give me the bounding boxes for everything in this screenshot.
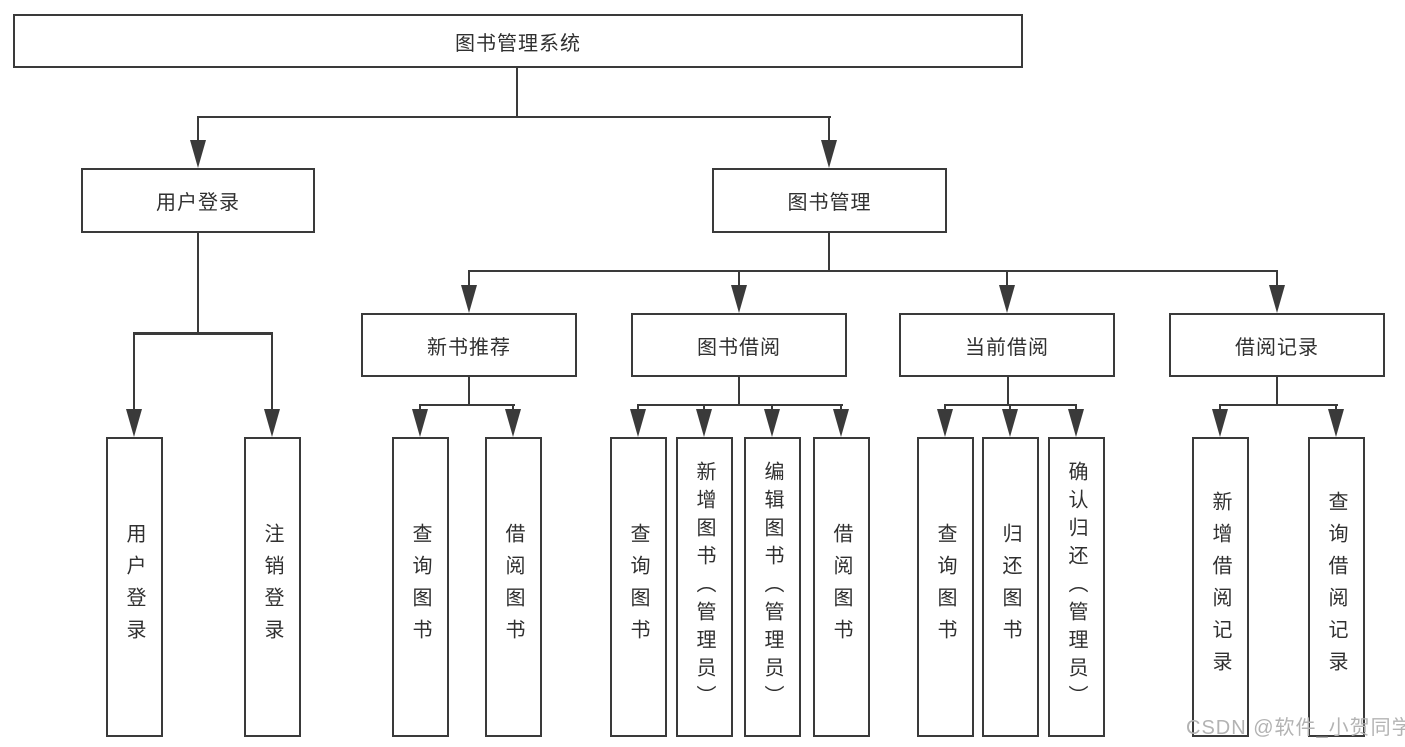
node-label: 查询图书 <box>409 523 431 651</box>
leaf-add-book-admin: 新增图书（管理员） <box>675 437 733 737</box>
leaf-return-book: 归还图书 <box>981 437 1039 737</box>
leaf-user-login: 用户登录 <box>105 437 163 737</box>
arrowhead-icon <box>1269 285 1285 313</box>
connector-line <box>467 376 471 406</box>
arrowhead-icon <box>190 140 206 168</box>
connector-line <box>467 270 471 288</box>
connector-line <box>827 232 831 272</box>
connector-line <box>943 404 947 413</box>
arrowhead-icon <box>833 409 849 437</box>
connector-line <box>1275 376 1279 406</box>
leaf-add-borrow-record: 新增借阅记录 <box>1191 437 1249 737</box>
node-user-login: 用户登录 <box>81 168 315 233</box>
connector-line <box>737 270 741 288</box>
arrowhead-icon <box>412 409 428 437</box>
connector-line <box>511 404 515 413</box>
node-label: 归还图书 <box>999 523 1021 651</box>
leaf-logout: 注销登录 <box>243 437 301 737</box>
connector-line <box>827 116 831 143</box>
connector-line <box>737 376 741 406</box>
connector-line <box>839 404 843 413</box>
arrowhead-icon <box>821 140 837 168</box>
node-label: 当前借阅 <box>965 336 1049 359</box>
connector-line <box>636 404 640 413</box>
leaf-borrow-books-1: 借阅图书 <box>484 437 542 737</box>
node-label: 新增借阅记录 <box>1209 491 1231 683</box>
connector-line <box>132 333 136 413</box>
node-new-book-recommend: 新书推荐 <box>361 313 577 377</box>
csdn-watermark: CSDN @软件_小贺同学 <box>1186 717 1405 739</box>
connector-line <box>636 403 843 406</box>
leaf-edit-book-admin: 编辑图书（管理员） <box>743 437 801 737</box>
arrowhead-icon <box>630 409 646 437</box>
leaf-query-books-3: 查询图书 <box>916 437 974 737</box>
connector-line <box>1275 270 1279 288</box>
node-label: 查询图书 <box>934 523 956 651</box>
node-label: 图书管理系统 <box>455 32 581 55</box>
leaf-confirm-return-admin: 确认归还（管理员） <box>1047 437 1105 737</box>
node-label: 借阅图书 <box>830 523 852 651</box>
arrowhead-icon <box>1328 409 1344 437</box>
arrowhead-icon <box>731 285 747 313</box>
node-label: 新增图书（管理员） <box>693 461 715 713</box>
node-book-management: 图书管理 <box>712 168 947 233</box>
arrowhead-icon <box>1068 409 1084 437</box>
connector-line <box>702 404 706 413</box>
node-label: 借阅记录 <box>1235 336 1319 359</box>
arrowhead-icon <box>461 285 477 313</box>
leaf-borrow-books-2: 借阅图书 <box>812 437 870 737</box>
arrowhead-icon <box>1212 409 1228 437</box>
arrowhead-icon <box>264 409 280 437</box>
arrowhead-icon <box>696 409 712 437</box>
connector-line <box>132 332 274 335</box>
arrowhead-icon <box>1002 409 1018 437</box>
node-library-management-system: 图书管理系统 <box>13 14 1023 68</box>
connector-line <box>418 403 515 406</box>
arrowhead-icon <box>999 285 1015 313</box>
node-current-borrowing: 当前借阅 <box>899 313 1115 377</box>
connector-line <box>1334 404 1338 413</box>
arrowhead-icon <box>937 409 953 437</box>
connector-line <box>418 404 422 413</box>
connector-line <box>1006 376 1010 406</box>
node-label: 借阅图书 <box>502 523 524 651</box>
node-book-borrowing: 图书借阅 <box>631 313 847 377</box>
node-label: 图书借阅 <box>697 336 781 359</box>
node-label: 查询借阅记录 <box>1325 491 1347 683</box>
connector-line <box>1218 404 1222 413</box>
connector-line <box>1005 270 1009 288</box>
node-label: 新书推荐 <box>427 336 511 359</box>
node-label: 用户登录 <box>156 192 240 214</box>
node-label: 图书管理 <box>787 192 872 214</box>
connector-line <box>1074 404 1078 413</box>
connector-line <box>1218 403 1338 406</box>
connector-line <box>196 116 200 143</box>
connector-line <box>1008 404 1012 413</box>
node-label: 查询图书 <box>627 523 649 651</box>
connector-line <box>196 232 200 334</box>
node-borrowing-records: 借阅记录 <box>1169 313 1385 377</box>
node-label: 注销登录 <box>261 523 283 651</box>
connector-line <box>467 269 1279 272</box>
leaf-query-books-1: 查询图书 <box>391 437 449 737</box>
connector-line <box>770 404 774 413</box>
node-label: 确认归还（管理员） <box>1065 461 1087 713</box>
arrowhead-icon <box>505 409 521 437</box>
connector-line <box>196 115 831 118</box>
leaf-query-books-2: 查询图书 <box>609 437 667 737</box>
connector-line <box>515 67 519 117</box>
arrowhead-icon <box>764 409 780 437</box>
arrowhead-icon <box>126 409 142 437</box>
leaf-query-borrow-record: 查询借阅记录 <box>1307 437 1365 737</box>
node-label: 用户登录 <box>123 523 145 651</box>
node-label: 编辑图书（管理员） <box>761 461 783 713</box>
connector-line <box>270 333 274 413</box>
